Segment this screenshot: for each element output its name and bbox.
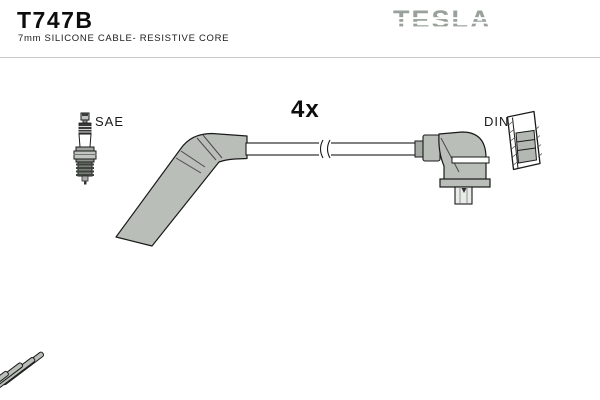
ignition-cable-icon [245,139,421,159]
din-elbow-boot-icon [414,131,491,205]
logo-stripe [391,26,495,29]
quantity-label: 4x [291,96,320,123]
part-number: T747B [17,7,94,33]
din-label: DIN [484,114,510,129]
header-divider [0,57,600,58]
tesla-logo-text: TESLA [393,6,492,34]
sae-label: SAE [95,114,125,129]
tesla-logo: TESLA [391,6,495,34]
logo-stripe [391,17,495,20]
logo-stripe [391,21,495,24]
sae-angled-boot-icon [0,132,248,400]
din-terminal-cross-section-icon [506,110,543,171]
spark-plug-icon [73,112,97,185]
cable-break-mark-icon [319,139,331,159]
product-subtitle: 7mm SILICONE CABLE- RESISTIVE CORE [18,33,230,44]
